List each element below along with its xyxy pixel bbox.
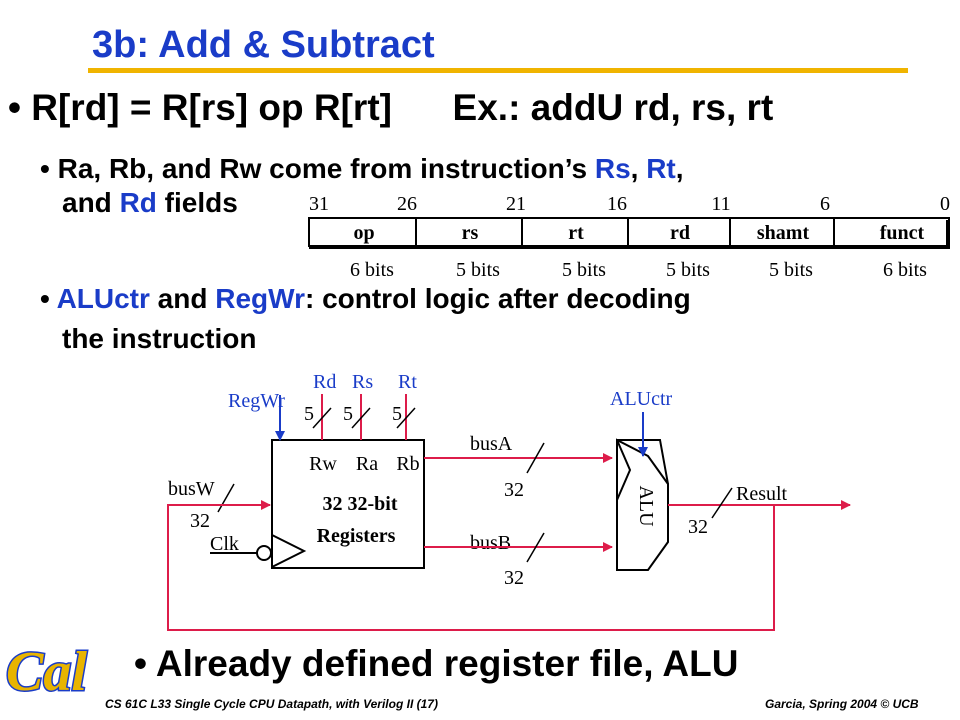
port-rw-label: Rw [309,453,337,475]
bit-pos-26: 26 [397,193,417,215]
field-rd: rd [670,222,690,244]
rs-width-5: 5 [343,403,353,425]
regwr-keyword: RegWr [215,283,305,314]
bit-pos-0: 0 [940,193,950,215]
rt-keyword: Rt [646,153,676,184]
field-shamt: shamt [757,222,810,244]
rd-input-label: Rd [313,371,336,393]
register-file-label-line1: 32 32-bit [323,493,398,515]
aluctr-keyword: ALUctr [56,283,150,314]
width-rt: 5 bits [562,259,606,281]
clock-triangle [271,534,307,568]
bullet-fields: • Ra, Rb, and Rw come from instruction’s… [40,152,684,186]
bullet-fields-text5: fields [156,187,238,218]
bullet-fields-text3: , [675,153,684,184]
bit-pos-16: 16 [607,193,627,215]
slide-title: 3b: Add & Subtract [92,24,435,66]
result-width-32: 32 [688,516,708,538]
busa-width-32: 32 [504,479,524,501]
busb-width-32: 32 [504,567,524,589]
busa-label: busA [470,433,513,455]
width-shamt: 5 bits [769,259,813,281]
rs-keyword: Rs [594,153,631,184]
bit-pos-6: 6 [820,193,830,215]
bullet-dot: • [40,283,50,314]
busb-label: busB [470,532,511,554]
bullet-fields-text2: , [630,153,647,184]
rd-width-5: 5 [304,403,314,425]
cal-logo-text: Cal [6,641,87,700]
bullet-ctrl-text1: and [149,283,216,314]
width-funct: 6 bits [883,259,927,281]
busw-width-32: 32 [190,510,210,532]
bullet-dot: • [8,87,21,128]
width-rs: 5 bits [456,259,500,281]
bottom-bullet: • Already defined register file, ALU [134,640,738,688]
bullet-fields-line2: and Rd fields [62,186,238,220]
bullet-fields-text1: Ra, Rb, and Rw come from instruction’s [57,153,595,184]
bullet-ctrl-text2: : control logic after decoding [304,283,691,314]
field-funct: funct [880,222,925,244]
alu-label: ALU [635,485,657,527]
rs-input-label: Rs [352,371,373,393]
busw-label: busW [168,478,215,500]
field-rt: rt [568,222,584,244]
bit-pos-31: 31 [309,193,329,215]
result-label: Result [736,483,788,505]
width-rd: 5 bits [666,259,710,281]
clock-bubble [256,545,272,561]
bullet-main-example: Ex.: addU rd, rs, rt [452,87,774,128]
aluctr-label: ALUctr [610,388,673,410]
bullet-main-formula: R[rd] = R[rs] op R[rt] [31,87,392,128]
instruction-field-box [308,217,950,249]
bullet-control: • ALUctr and RegWr: control logic after … [40,282,691,316]
regwr-label: RegWr [228,390,285,412]
rt-width-5: 5 [392,403,402,425]
port-ra-label: Ra [356,453,378,475]
bullet-fields-text4: and [62,187,120,218]
footer-course: CS 61C L33 Single Cycle CPU Datapath, wi… [105,697,438,711]
bit-pos-21: 21 [506,193,526,215]
rt-input-label: Rt [398,371,417,393]
field-rs: rs [462,222,479,244]
port-rb-label: Rb [396,453,419,475]
field-op: op [353,222,374,244]
bullet-control-line2: the instruction [62,323,257,354]
width-op: 6 bits [350,259,394,281]
clk-label: Clk [210,533,239,555]
writeback-loop-wire [167,500,775,631]
cal-logo: Cal [5,640,89,700]
bit-pos-11: 11 [711,193,730,215]
bullet-dot: • [40,153,50,184]
register-file-label-line2: Registers [317,525,396,547]
bullet-dot: • [134,643,147,684]
bullet-main: • R[rd] = R[rs] op R[rt] Ex.: addU rd, r… [8,84,773,132]
rd-keyword: Rd [119,187,157,218]
footer-credit: Garcia, Spring 2004 © UCB [765,697,919,711]
bottom-bullet-text: Already defined register file, ALU [155,643,739,684]
title-underline [88,68,908,73]
